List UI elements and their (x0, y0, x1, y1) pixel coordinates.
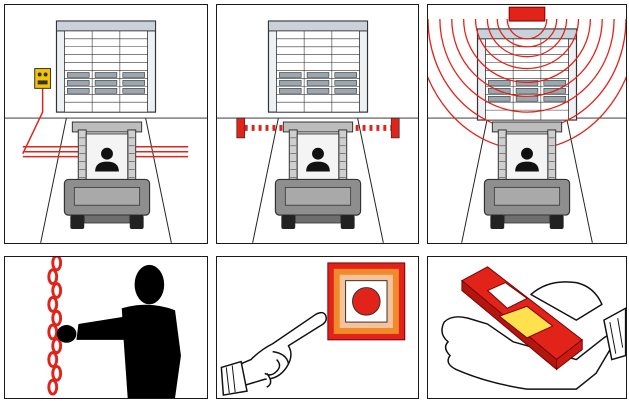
panel-light-barrier (216, 4, 419, 244)
radio-remote-control-icon (441, 266, 626, 390)
radar-motion-detector-icon (428, 6, 626, 243)
panel-radio-remote (427, 256, 627, 399)
panel-radar-detector (427, 4, 627, 244)
induction-loop-sensor-icon (5, 20, 207, 243)
push-button-icon (220, 262, 406, 396)
pull-cord-switch-icon (47, 257, 181, 398)
panel-pull-cord (4, 256, 208, 399)
panel-push-button (216, 256, 419, 399)
panel-loop-sensor (4, 4, 208, 244)
light-barrier-icon (217, 20, 418, 243)
